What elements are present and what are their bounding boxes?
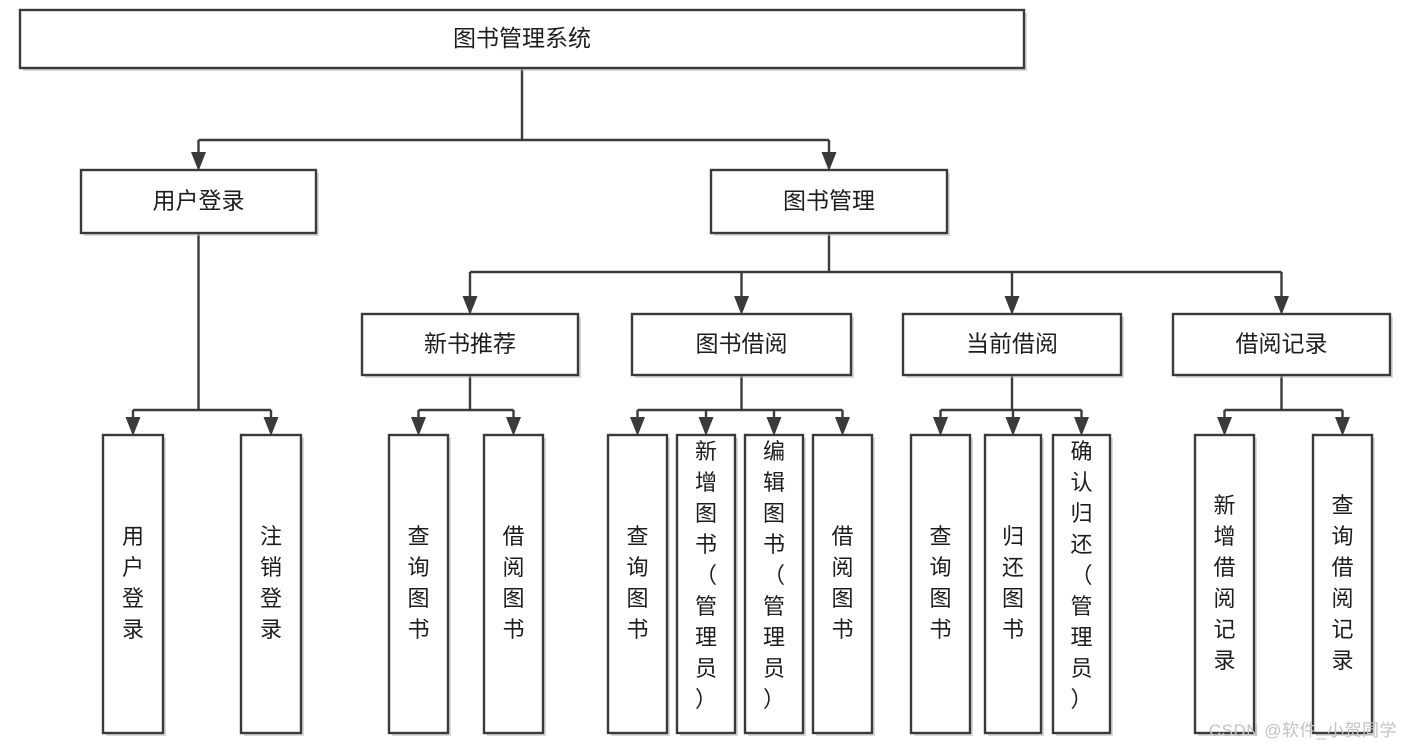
connector-group-book-manage	[462, 233, 1289, 315]
node-leaf-logout[interactable]: 注销登录	[239, 433, 304, 736]
node-box[interactable]	[482, 433, 545, 735]
node-borrow-record[interactable]: 借阅记录	[1171, 312, 1393, 378]
node-layer: 图书管理系统用户登录图书管理新书推荐图书借阅当前借阅借阅记录用户登录注销登录查询…	[18, 8, 1393, 736]
node-user-login[interactable]: 用户登录	[79, 168, 319, 236]
node-new-book-recommend[interactable]: 新书推荐	[360, 312, 581, 378]
node-label: 注销登录	[260, 524, 282, 642]
node-box[interactable]	[239, 433, 303, 735]
node-label: 图书管理	[783, 188, 875, 214]
node-current-borrow[interactable]: 当前借阅	[901, 312, 1124, 378]
node-box[interactable]	[18, 8, 1026, 70]
node-leaf-borrow-book-recommend[interactable]: 借阅图书	[482, 433, 546, 736]
node-box[interactable]	[983, 433, 1043, 735]
node-leaf-query-book-recommend[interactable]: 查询图书	[387, 433, 451, 736]
node-leaf-query-borrow-record[interactable]: 查询借阅记录	[1311, 433, 1375, 736]
node-label: 查询借阅记录	[1331, 493, 1353, 673]
node-box[interactable]	[743, 433, 805, 735]
node-box[interactable]	[606, 433, 669, 735]
node-leaf-borrow-book[interactable]: 借阅图书	[811, 433, 875, 736]
node-root[interactable]: 图书管理系统	[18, 8, 1027, 71]
node-box[interactable]	[811, 433, 874, 735]
node-box[interactable]	[901, 312, 1123, 377]
node-label: 用户登录	[153, 188, 245, 214]
node-label: 借阅图书	[502, 524, 524, 642]
node-leaf-query-book-borrow[interactable]: 查询图书	[606, 433, 670, 736]
node-leaf-add-book-admin[interactable]: 新增图书（管理员）	[675, 433, 738, 736]
node-box[interactable]	[1193, 433, 1256, 735]
node-box[interactable]	[360, 312, 580, 377]
watermark-label: CSDN @软件_小贺同学	[1208, 721, 1397, 740]
node-label: 图书管理系统	[453, 25, 591, 51]
node-label: 借阅记录	[1236, 331, 1328, 357]
node-box[interactable]	[387, 433, 450, 735]
node-label: 查询图书	[626, 524, 648, 642]
node-label: 新书推荐	[424, 331, 516, 357]
node-label: 新增图书（管理员）	[695, 439, 717, 712]
node-leaf-edit-book-admin[interactable]: 编辑图书（管理员）	[743, 433, 806, 736]
connector-group-current-borrow	[933, 375, 1089, 436]
connector-group-user-login	[125, 233, 279, 436]
node-leaf-add-borrow-record[interactable]: 新增借阅记录	[1193, 433, 1257, 736]
node-box[interactable]	[630, 312, 853, 377]
connector-group-borrow-record	[1217, 375, 1350, 436]
node-box[interactable]	[79, 168, 318, 235]
node-label: 编辑图书（管理员）	[763, 439, 785, 712]
node-label: 确认归还（管理员）	[1070, 439, 1092, 712]
node-leaf-return-book[interactable]: 归还图书	[983, 433, 1044, 736]
node-book-borrow[interactable]: 图书借阅	[630, 312, 854, 378]
node-box[interactable]	[675, 433, 737, 735]
node-box[interactable]	[909, 433, 972, 735]
node-label: 查询图书	[407, 524, 429, 642]
connector-layer	[125, 68, 1350, 436]
node-label: 查询图书	[929, 524, 951, 642]
node-label: 归还图书	[1002, 524, 1024, 642]
node-leaf-user-login[interactable]: 用户登录	[101, 433, 166, 736]
node-leaf-query-book-current[interactable]: 查询图书	[909, 433, 973, 736]
node-label: 用户登录	[122, 524, 144, 642]
connector-group-book-borrow	[630, 375, 850, 436]
node-box[interactable]	[1171, 312, 1392, 377]
node-label: 当前借阅	[966, 331, 1058, 357]
node-leaf-confirm-return-admin[interactable]: 确认归还（管理员）	[1051, 433, 1113, 736]
connector-group-root	[191, 68, 837, 171]
node-label: 图书借阅	[696, 331, 788, 357]
node-book-manage[interactable]: 图书管理	[709, 168, 950, 236]
node-box[interactable]	[1051, 433, 1112, 735]
node-label: 新增借阅记录	[1213, 493, 1235, 673]
node-box[interactable]	[1311, 433, 1374, 735]
node-box[interactable]	[101, 433, 165, 735]
connector-group-new-book-recommend	[411, 375, 521, 436]
node-box[interactable]	[709, 168, 949, 235]
node-label: 借阅图书	[831, 524, 853, 642]
